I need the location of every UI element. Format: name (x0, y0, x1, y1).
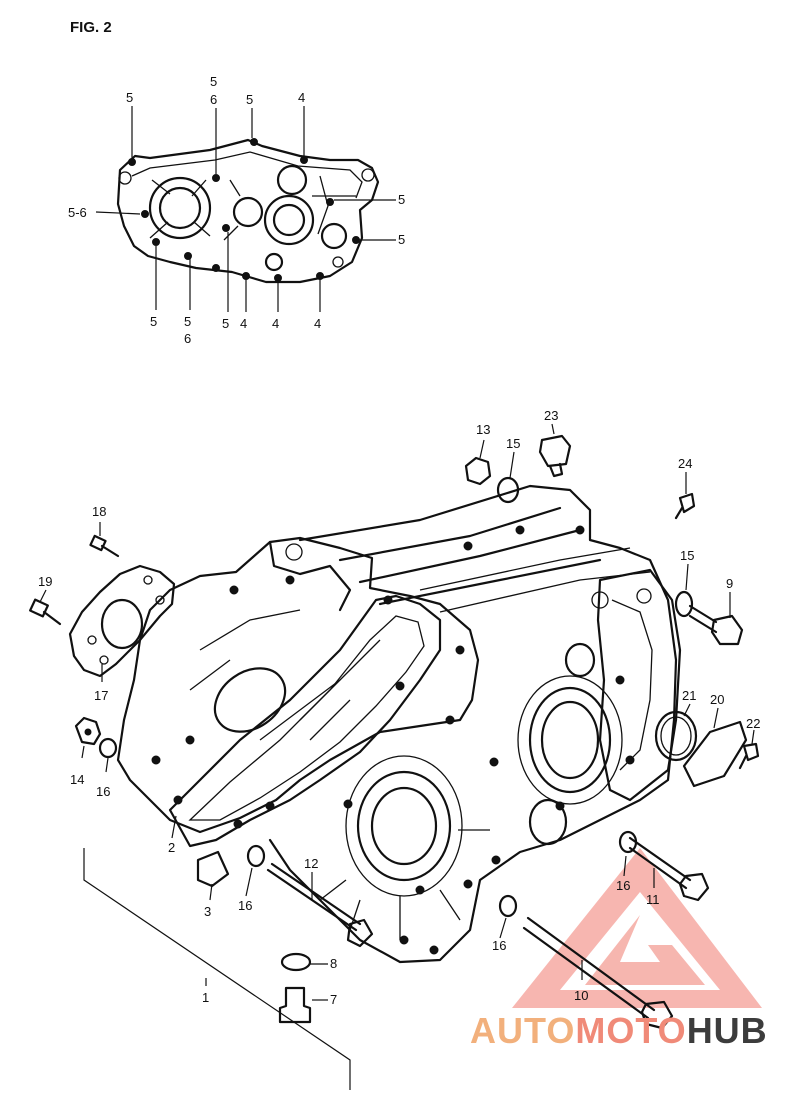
callout-label: 2 (168, 840, 175, 855)
drain-plug-7 (278, 986, 312, 1024)
inset-crankcase-view (95, 106, 396, 312)
crankcase-assembly (116, 484, 682, 964)
callout-label: 4 (240, 316, 247, 331)
callout-label: 4 (298, 90, 305, 105)
o-ring-21 (654, 710, 698, 762)
screw-22 (738, 742, 760, 770)
callout-label: 5 (222, 316, 229, 331)
assembly-bracket-1 (83, 848, 351, 1090)
watermark-text-part2: MOTO (575, 1010, 687, 1051)
callout-label: 3 (204, 904, 211, 919)
washers-16 (98, 737, 638, 918)
watermark-text-part1: AUTO (470, 1010, 576, 1051)
callout-label: 5 (150, 314, 157, 329)
gasket-17 (68, 564, 176, 678)
callout-label: 21 (682, 688, 696, 703)
callout-label: 24 (678, 456, 692, 471)
callout-label: 16 (238, 898, 252, 913)
bolt-11 (628, 836, 710, 902)
inset-callouts: 5 5 6 5 4 5 5-6 5 5 5 6 5 4 4 4 (68, 74, 405, 346)
callout-label: 16 (96, 784, 110, 799)
callout-label: 5 (398, 232, 405, 247)
bolt-24 (674, 492, 696, 520)
callout-label: 5 (210, 74, 217, 89)
bolt-12 (266, 862, 374, 948)
cap-23 (538, 434, 572, 478)
callout-label: 18 (92, 504, 106, 519)
bolt-9 (674, 590, 744, 646)
nut-13 (464, 456, 492, 486)
nut-14 (74, 716, 102, 746)
figure-title: FIG. 2 (70, 19, 112, 36)
callout-label: 5 (184, 314, 191, 329)
bolt-18 (89, 534, 120, 558)
callout-label: 1 (202, 990, 209, 1005)
callout-label: 17 (94, 688, 108, 703)
callout-label: 20 (710, 692, 724, 707)
callout-label: 6 (210, 92, 217, 107)
callout-label: 23 (544, 408, 558, 423)
callout-label: 16 (492, 938, 506, 953)
callout-label: 22 (746, 716, 760, 731)
washer-15-upper (496, 476, 520, 504)
watermark-text: AUTOMOTOHUB (470, 1010, 768, 1052)
part-callouts: 1 2 3 7 8 9 10 11 12 13 14 15 15 16 16 1… (38, 408, 760, 1007)
callout-label: 8 (330, 956, 337, 971)
callout-label: 6 (184, 331, 191, 346)
callout-label: 5-6 (68, 205, 87, 220)
bolt-19 (29, 598, 62, 626)
dowel-pin-3 (196, 850, 230, 888)
callout-label: 15 (506, 436, 520, 451)
bolt-10 (522, 916, 674, 1030)
callout-label: 11 (646, 892, 660, 907)
callout-label: 15 (680, 548, 694, 563)
washer-8 (280, 952, 312, 972)
callout-label: 4 (314, 316, 321, 331)
leader-lines (39, 423, 755, 1001)
callout-label: 19 (38, 574, 52, 589)
callout-label: 5 (398, 192, 405, 207)
callout-label: 13 (476, 422, 490, 437)
watermark-text-part3: HUB (686, 1010, 768, 1051)
callout-label: 5 (246, 92, 253, 107)
watermark-logo-icon (512, 848, 762, 1008)
callout-label: 5 (126, 90, 133, 105)
callout-label: 12 (304, 856, 318, 871)
callout-label: 9 (726, 576, 733, 591)
callout-label: 4 (272, 316, 279, 331)
callout-label: 14 (70, 772, 84, 787)
callout-label: 16 (616, 878, 630, 893)
cover-20 (682, 720, 748, 788)
callout-label: 7 (330, 992, 337, 1007)
callout-label: 10 (574, 988, 588, 1003)
